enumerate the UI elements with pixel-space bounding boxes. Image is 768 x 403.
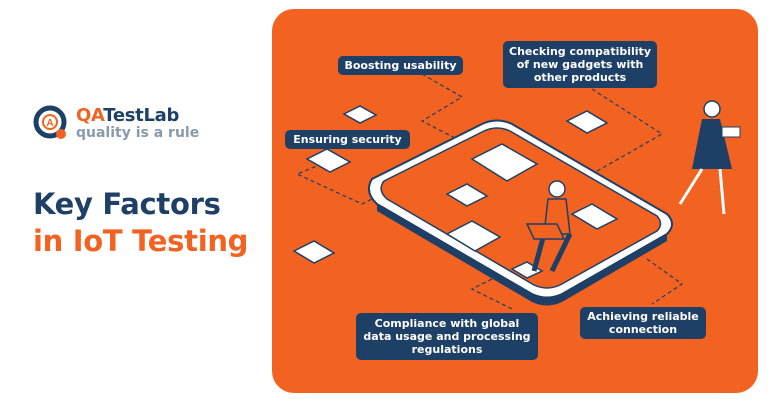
- illustration-panel: Boosting usability Checking compatibilit…: [272, 9, 758, 393]
- page-title: Key Factors in IoT Testing: [33, 187, 249, 258]
- device-blocks: [292, 105, 619, 279]
- factor-label-connection: Achieving reliable connection: [580, 307, 706, 339]
- factor-label-security: Ensuring security: [285, 130, 410, 149]
- factor-label-compliance: Compliance with global data usage and pr…: [356, 313, 538, 360]
- tagline: quality is a rule: [76, 124, 200, 141]
- phone-illustration: [367, 119, 673, 306]
- walking-woman: [678, 100, 741, 215]
- person-with-laptop: [525, 180, 573, 273]
- brand-name: QATestLab: [76, 104, 180, 126]
- svg-text:A: A: [46, 118, 53, 129]
- qatestlab-logo: A QATestLab quality is a rule: [33, 105, 199, 141]
- iot-illustration: [292, 73, 741, 310]
- factor-label-compatibility: Checking compatibility of new gadgets wi…: [503, 41, 657, 88]
- logo-icon: A: [33, 105, 69, 141]
- factor-label-usability: Boosting usability: [338, 56, 463, 75]
